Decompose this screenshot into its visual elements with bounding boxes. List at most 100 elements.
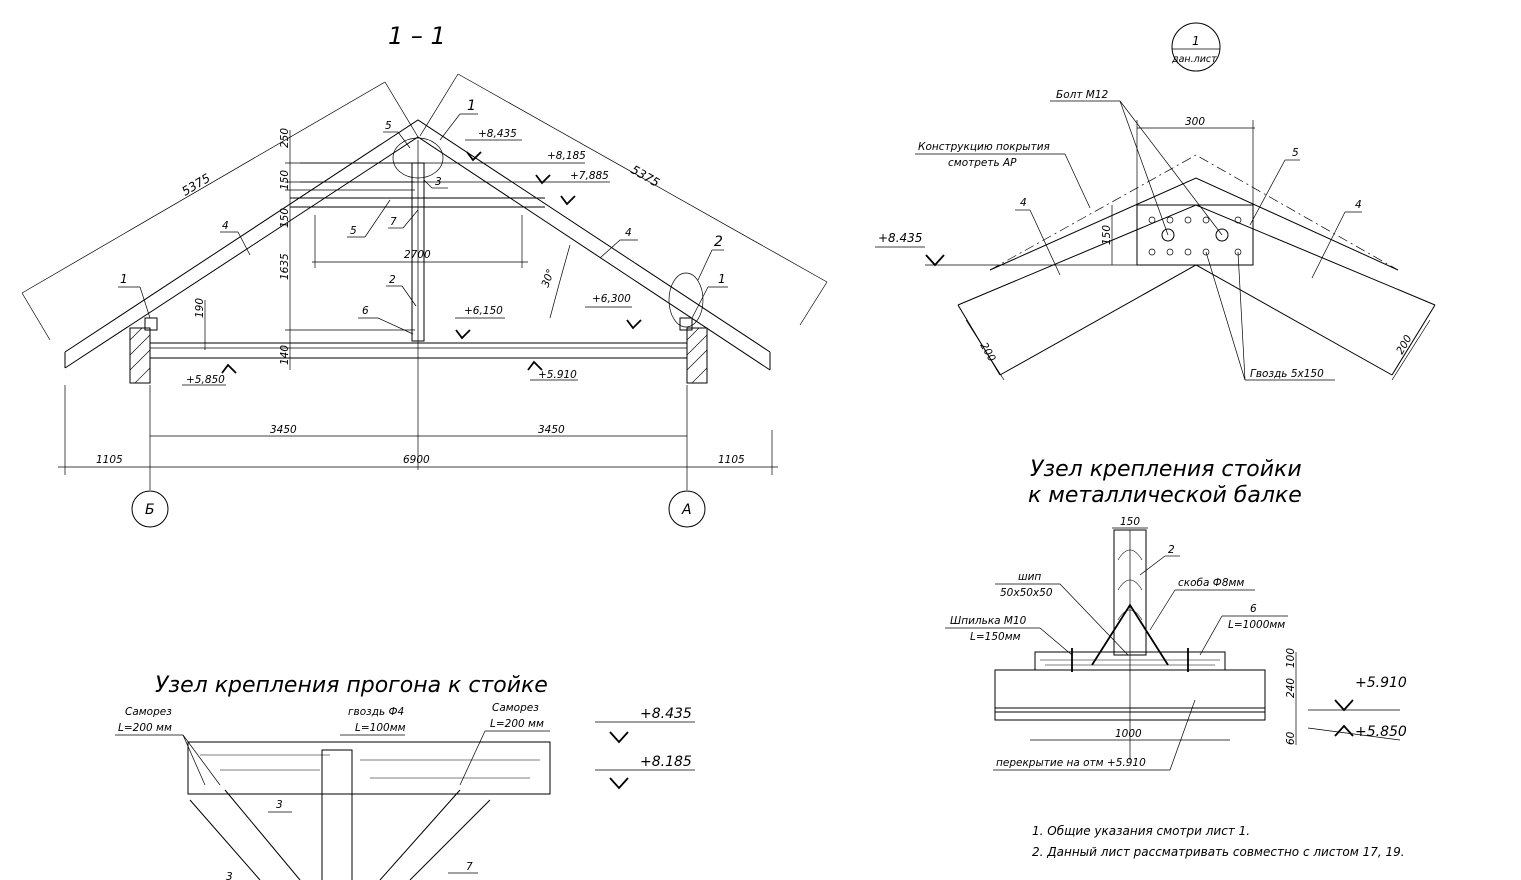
section-callouts: 1 1 2 1 3 4 4 5 5 6 7 2 — [118, 98, 728, 335]
screw-left-2: L=200 мм — [118, 722, 172, 734]
axis-a: А — [681, 502, 692, 518]
angle-arc — [549, 244, 571, 319]
spike-label-1: шип — [1018, 571, 1041, 583]
section-title: 1 – 1 — [388, 22, 446, 50]
post-dim-1000: 1000 — [1115, 728, 1142, 740]
purlin-elev-8185: +8.185 — [640, 754, 692, 770]
purlin-detail: Узел крепления прогона к стойке Саморез … — [115, 673, 695, 880]
screw-right-2: L=200 мм — [490, 718, 544, 730]
callout-1-left: 1 — [120, 272, 128, 286]
king-post — [411, 140, 425, 470]
ridge-dim-150: 150 — [1101, 225, 1113, 245]
ridge-elevation: +8.435 — [878, 231, 922, 245]
nail-label: Гвоздь 5х150 — [1250, 368, 1324, 380]
purlin-elev-8435: +8.435 — [640, 706, 692, 722]
span-right: 3450 — [538, 424, 565, 436]
dim-140: 140 — [279, 345, 291, 365]
axis-bubbles: Б А — [131, 490, 706, 528]
nail-1: гвоздь Ф4 — [348, 706, 404, 718]
purlin-detail-title: Узел крепления прогона к стойке — [155, 673, 548, 698]
post-dim-150: 150 — [1120, 516, 1140, 528]
note-2: 2. Данный лист рассматривать совместно с… — [1032, 845, 1405, 859]
purlin-callout-7: 7 — [466, 861, 473, 873]
elev-7885: +7,885 — [570, 170, 609, 182]
purlin-callout-3-a: 3 — [276, 799, 283, 811]
ridge-detail: 1 дан.лист Болт М12 Конструкцию покрытия… — [875, 22, 1436, 381]
callout-1-right: 1 — [718, 272, 726, 286]
elev-8185: +8,185 — [547, 150, 586, 162]
bracket-label: скоба Ф8мм — [1178, 577, 1244, 589]
dim-1635: 1635 — [279, 253, 291, 280]
callout-5-top: 5 — [385, 120, 392, 132]
roof-note-1: Конструкцию покрытия — [918, 141, 1050, 153]
elevation-markers: +8,435 +8,185 +7,885 +6,150 +6,300 +5,85… — [182, 128, 642, 386]
ridge-dim-300: 300 — [1185, 116, 1205, 128]
dim-1105-left: 1105 — [96, 454, 123, 466]
dim-2700-label: 2700 — [404, 249, 431, 261]
dim-150-a: 150 — [279, 170, 291, 190]
post-beam-detail: Узел крепления стойки к металлической ба… — [945, 457, 1407, 771]
bolt-label: Болт М12 — [1056, 89, 1109, 101]
elev-6300: +6,300 — [592, 293, 631, 305]
callout-2-post: 2 — [389, 274, 396, 286]
dim-150-b: 150 — [279, 208, 291, 228]
callout-6: 6 — [362, 305, 369, 317]
span-left: 3450 — [270, 424, 297, 436]
nail-2: L=100мм — [355, 722, 406, 734]
angle-label: 30° — [540, 267, 558, 289]
spike-label-2: 50х50х50 — [1000, 587, 1053, 599]
part-6-label: 6 — [1250, 603, 1257, 615]
dim-250: 250 — [279, 128, 291, 148]
span-dimensions: 3450 3450 1105 6900 1105 — [58, 385, 778, 490]
roof-rafters — [64, 119, 771, 371]
tie-beam — [149, 342, 688, 359]
callout-4-left: 4 — [222, 220, 229, 232]
roof-note-2: смотреть АР — [948, 157, 1017, 169]
purlin-callout-3-b: 3 — [226, 871, 233, 880]
part-2-label: 2 — [1168, 544, 1175, 556]
note-1: 1. Общие указания смотри лист 1. — [1032, 824, 1250, 838]
post-dim-100: 100 — [1285, 648, 1297, 668]
bolt-holes — [1148, 216, 1242, 256]
ridge-dim-200-left: 200 — [977, 341, 998, 365]
elev-8435: +8,435 — [478, 128, 517, 140]
stud-label-2: L=150мм — [970, 631, 1021, 643]
screw-left-1: Саморез — [125, 706, 172, 718]
elev-5850: +5,850 — [186, 374, 225, 386]
general-notes: 1. Общие указания смотри лист 1. 2. Данн… — [1032, 824, 1405, 859]
elev-5910: +5.910 — [538, 369, 577, 381]
post-detail-title-1: Узел крепления стойки — [1030, 457, 1302, 482]
dim-190: 190 — [194, 298, 206, 318]
callout-1-ridge: 1 — [467, 98, 476, 114]
dim-2700: 2700 — [312, 215, 528, 268]
post-elev-5910: +5.910 — [1355, 675, 1407, 691]
callout-3: 3 — [435, 176, 442, 188]
post-dim-240: 240 — [1285, 678, 1297, 698]
ref-sheet: дан.лист — [1171, 54, 1217, 65]
callout-2-right: 2 — [714, 234, 723, 250]
floor-label: перекрытие на отм +5.910 — [996, 757, 1146, 769]
rafter-length-right: 5375 — [629, 162, 662, 189]
ridge-callout-5: 5 — [1292, 147, 1299, 159]
stud-label-1: Шпилька М10 — [950, 615, 1027, 627]
callout-7: 7 — [390, 216, 397, 228]
ridge-callout-4-right: 4 — [1355, 199, 1362, 211]
walls — [129, 272, 708, 384]
callout-4-right: 4 — [625, 227, 632, 239]
ridge-dim-200-right: 200 — [1394, 333, 1415, 357]
axis-b: Б — [145, 502, 155, 518]
vertical-dimensions: 250 150 150 1635 190 140 — [194, 128, 415, 370]
dim-1105-right: 1105 — [718, 454, 745, 466]
post-detail-title-2: к металлической балке — [1028, 483, 1302, 508]
ref-number: 1 — [1192, 34, 1200, 48]
rafter-length-left: 5375 — [179, 171, 212, 199]
callout-5: 5 — [350, 225, 357, 237]
post-dim-60: 60 — [1285, 731, 1297, 745]
ridge-callout-4-left: 4 — [1020, 197, 1027, 209]
part-6-length: L=1000мм — [1228, 619, 1285, 631]
dim-6900: 6900 — [403, 454, 430, 466]
section-1-1: 1 – 1 5375 5375 — [21, 22, 828, 528]
screw-right-1: Саморез — [492, 702, 539, 714]
elev-6150: +6,150 — [464, 305, 503, 317]
